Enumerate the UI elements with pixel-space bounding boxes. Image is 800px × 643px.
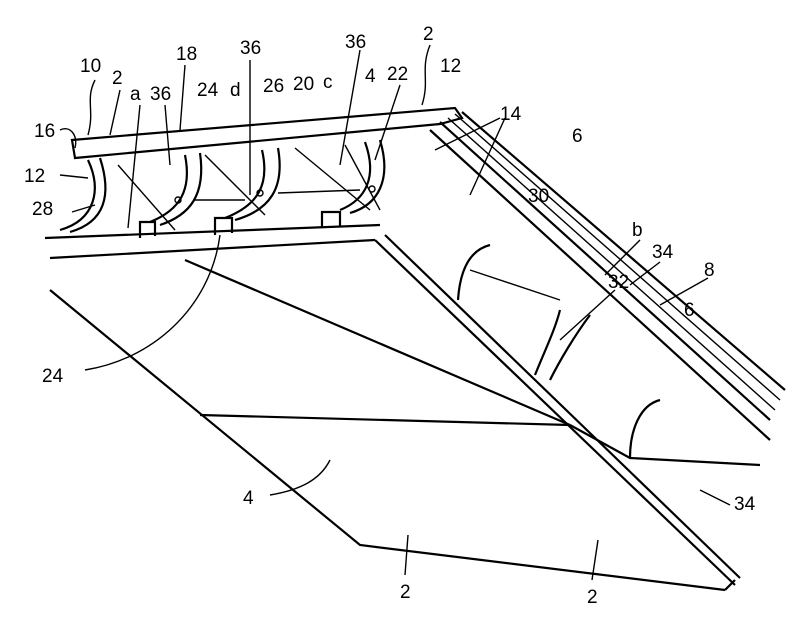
label-c: c — [323, 72, 333, 93]
label-b: b — [632, 220, 643, 241]
label-20: 20 — [293, 74, 314, 95]
reference-labels: 10 2 a 36 18 24 d 36 26 20 c 36 4 22 2 1… — [24, 24, 756, 608]
label-4: 4 — [243, 488, 254, 509]
label-6: 6 — [684, 300, 695, 321]
label-2: 2 — [423, 24, 434, 45]
label-34: 34 — [734, 494, 756, 515]
label-12: 12 — [24, 166, 45, 187]
label-14: 14 — [500, 104, 522, 125]
label-2: 2 — [112, 68, 123, 89]
label-36: 36 — [240, 38, 261, 59]
label-34: 34 — [652, 242, 674, 263]
label-2: 2 — [400, 582, 411, 603]
label-36: 36 — [150, 84, 171, 105]
label-32: 32 — [608, 272, 629, 293]
label-12: 12 — [440, 56, 461, 77]
label-6: 6 — [572, 126, 583, 147]
label-16: 16 — [34, 121, 55, 142]
label-26: 26 — [263, 76, 284, 97]
label-24: 24 — [42, 366, 64, 387]
label-28: 28 — [32, 199, 53, 220]
label-10: 10 — [80, 56, 101, 77]
label-a: a — [130, 84, 141, 105]
label-4: 4 — [365, 66, 376, 87]
label-18: 18 — [176, 44, 197, 65]
label-36: 36 — [345, 32, 366, 53]
label-2: 2 — [587, 587, 598, 608]
drawing-lines — [44, 44, 786, 592]
label-22: 22 — [387, 64, 408, 85]
label-30: 30 — [528, 186, 549, 207]
label-24: 24 — [197, 80, 219, 101]
label-d: d — [230, 80, 241, 101]
label-8: 8 — [704, 260, 715, 281]
